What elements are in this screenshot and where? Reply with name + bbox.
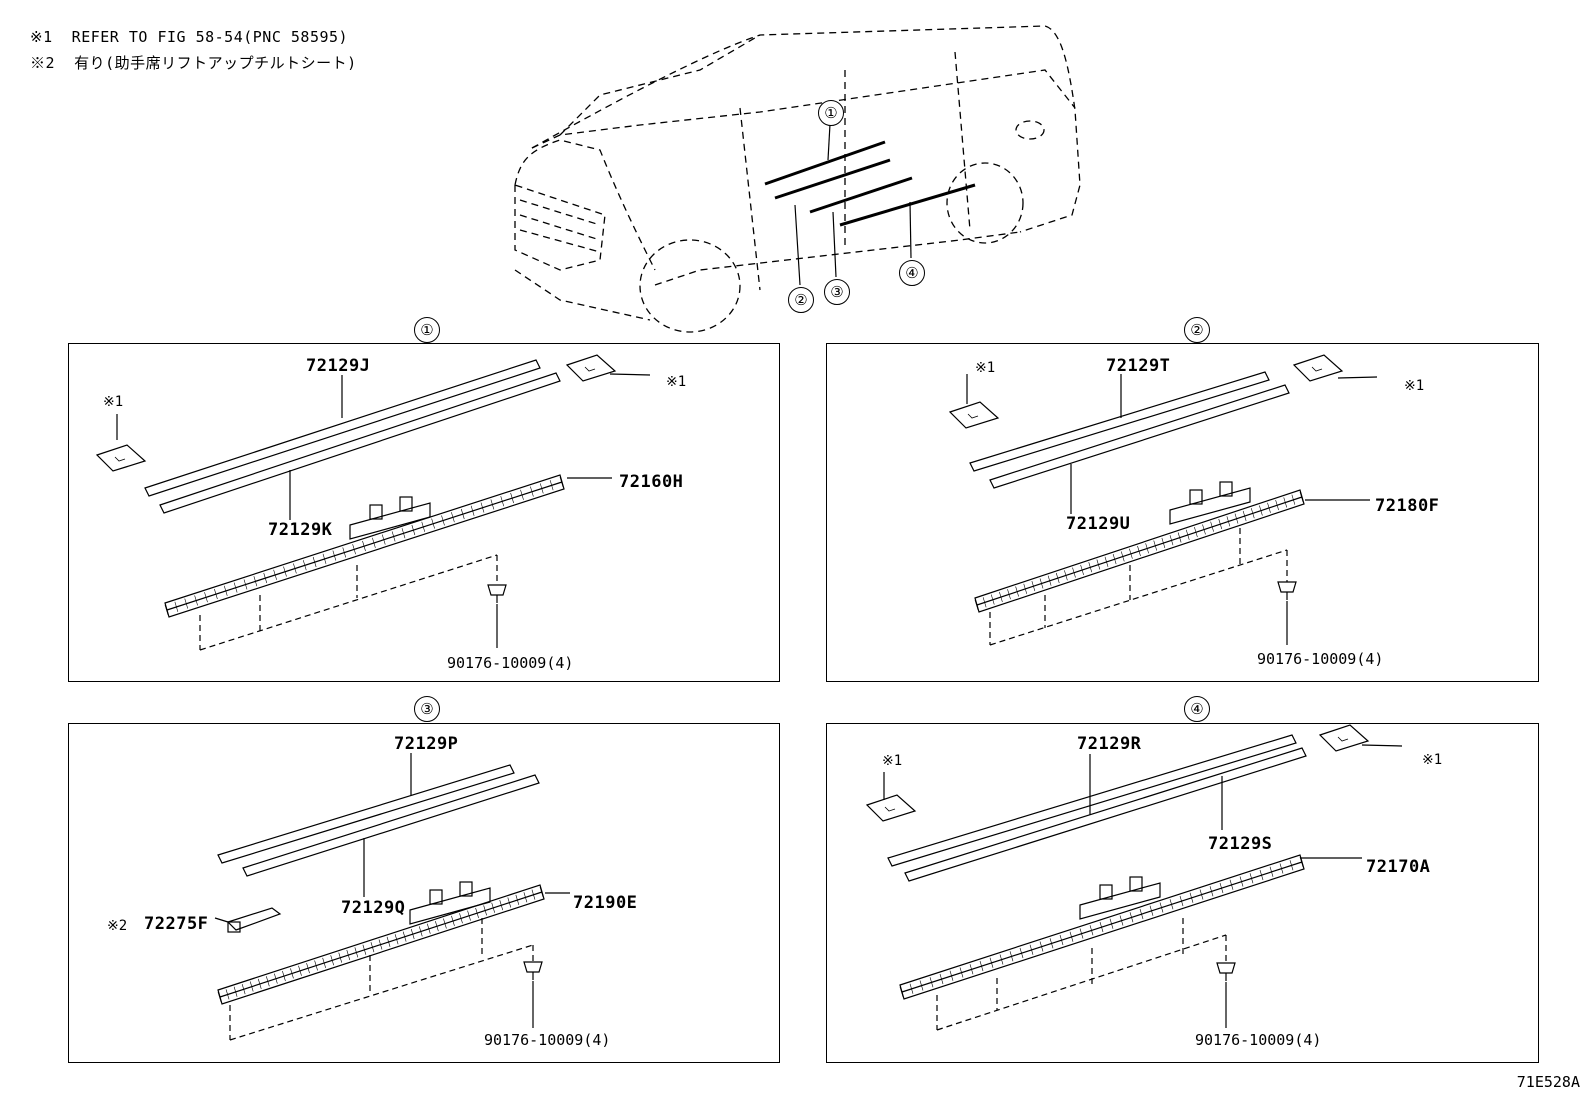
rear-wheel <box>946 162 1024 244</box>
vehicle-door-line <box>739 107 761 291</box>
panel-4-ref-right: ※1 <box>1422 752 1443 768</box>
panel-2-clip <box>1277 581 1297 593</box>
panel-1-pad-left <box>95 444 147 472</box>
panel-1-marker: ① <box>414 317 440 343</box>
panel-3-clip <box>523 961 543 973</box>
vehicle-windshield <box>559 34 761 136</box>
panel-3-option-part <box>226 907 282 931</box>
vehicle-sill <box>654 231 1021 286</box>
panel-2-pad-left <box>948 401 1000 429</box>
vehicle-bottom <box>514 269 651 321</box>
panel-4-upper-rail-label: 72129R <box>1077 734 1142 754</box>
panel-1-track-label: 72160H <box>619 472 684 492</box>
vehicle-grille <box>514 184 606 271</box>
vehicle-callout-2: ② <box>788 287 814 313</box>
figure-id: 71E528A <box>1516 1073 1580 1091</box>
panel-3-track-label: 72190E <box>573 893 638 913</box>
panel-2-track <box>974 489 1305 613</box>
panel-2-track-block <box>1169 487 1251 525</box>
vehicle-front <box>514 139 656 271</box>
panel-1-ref-right: ※1 <box>666 374 687 390</box>
panel-1 <box>68 343 780 682</box>
panel-1-track-block <box>349 502 431 540</box>
panel-3-lower-rail <box>242 774 540 877</box>
vehicle-rail-2 <box>774 158 891 200</box>
vehicle-callout-3: ③ <box>824 279 850 305</box>
panel-1-lower-rail-label: 72129K <box>268 520 333 540</box>
panel-3-marker: ③ <box>414 696 440 722</box>
panel-1-lower-rail <box>159 372 561 514</box>
panel-3-track-block <box>409 887 491 925</box>
note-1: ※1 REFER TO FIG 58-54(PNC 58595) <box>30 28 349 46</box>
panel-2-upper-rail-label: 72129T <box>1106 356 1171 376</box>
panel-4-track <box>899 854 1305 1000</box>
panel-4-lower-rail-label: 72129S <box>1208 834 1273 854</box>
panel-3-option-part-label: 72275F <box>144 914 209 934</box>
panel-4-upper-rail <box>887 734 1297 867</box>
panel-4-pad-right <box>1318 724 1370 752</box>
vehicle-rear-door <box>954 51 971 231</box>
panel-2-clip-label: 90176-10009(4) <box>1257 650 1384 668</box>
panel-1-pad-right <box>565 354 617 382</box>
vehicle-callout-4: ④ <box>899 260 925 286</box>
fuel-lid <box>1015 120 1045 140</box>
panel-4-pad-left <box>865 794 917 822</box>
panel-3-upper-rail <box>217 764 515 864</box>
panel-3-lower-rail-label: 72129Q <box>341 898 406 918</box>
vehicle-roof-outline <box>531 25 1081 233</box>
panel-3-clip-label: 90176-10009(4) <box>484 1031 611 1049</box>
vehicle-rail-4 <box>839 183 976 227</box>
panel-4 <box>826 723 1539 1063</box>
panel-1-clip-label: 90176-10009(4) <box>447 654 574 672</box>
panel-3-track <box>217 884 545 1005</box>
panel-1-upper-rail <box>144 359 541 497</box>
panel-2-lower-rail-label: 72129U <box>1066 514 1131 534</box>
panel-2-pad-right <box>1292 354 1344 382</box>
panel-2-ref-left: ※1 <box>975 360 996 376</box>
panel-4-track-block <box>1079 882 1161 920</box>
panel-1-upper-rail-label: 72129J <box>306 356 371 376</box>
vehicle-side-outline <box>531 69 1076 149</box>
panel-4-marker: ④ <box>1184 696 1210 722</box>
panel-3-ref: ※2 <box>107 918 128 934</box>
panel-4-clip-label: 90176-10009(4) <box>1195 1031 1322 1049</box>
panel-3 <box>68 723 780 1063</box>
panel-4-lower-rail <box>904 747 1307 882</box>
vehicle-callout-1: ① <box>818 100 844 126</box>
panel-1-clip <box>487 584 507 596</box>
panel-2-lower-rail <box>989 384 1290 489</box>
note-2: ※2 有り(助手席リフトアップチルトシート) <box>30 54 357 72</box>
panel-2 <box>826 343 1539 682</box>
panel-2-ref-right: ※1 <box>1404 378 1425 394</box>
panel-4-ref-left: ※1 <box>882 753 903 769</box>
panel-4-clip <box>1216 962 1236 974</box>
vehicle-rail-1 <box>764 140 886 186</box>
panel-2-marker: ② <box>1184 317 1210 343</box>
vehicle-rail-3 <box>809 176 913 214</box>
panel-1-ref-left: ※1 <box>103 394 124 410</box>
panel-4-track-label: 72170A <box>1366 857 1431 877</box>
panel-2-upper-rail <box>969 371 1270 472</box>
panel-2-track-label: 72180F <box>1375 496 1440 516</box>
panel-3-upper-rail-label: 72129P <box>394 734 459 754</box>
front-wheel <box>639 239 741 333</box>
